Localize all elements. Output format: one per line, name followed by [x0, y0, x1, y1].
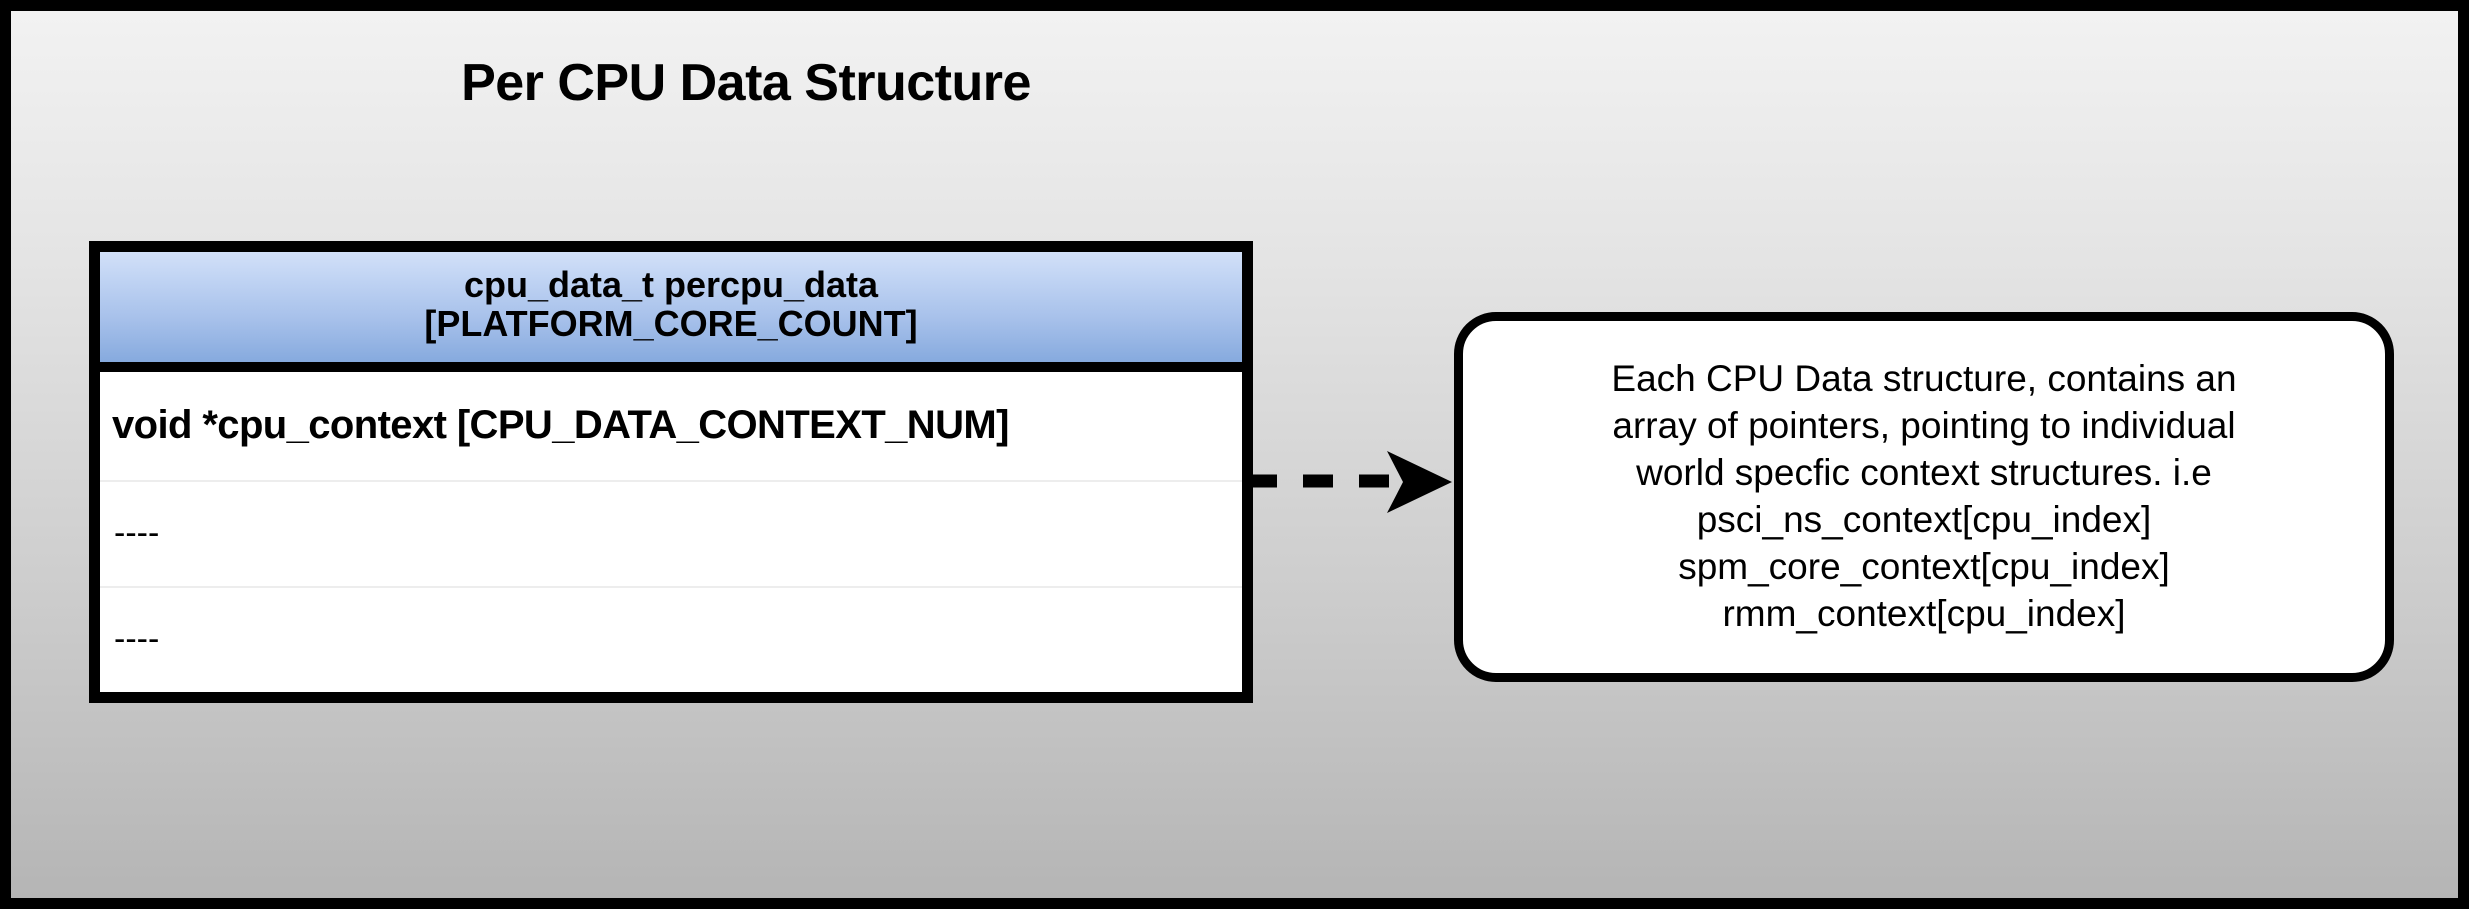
callout-note: Each CPU Data structure, contains an arr… — [1454, 312, 2394, 682]
callout-line-1: Each CPU Data structure, contains an — [1611, 358, 2237, 400]
callout-line-4: psci_ns_context[cpu_index] — [1696, 499, 2152, 540]
struct-array-size: [PLATFORM_CORE_COUNT] — [424, 302, 918, 344]
struct-field-cpu-context: void *cpu_context [CPU_DATA_CONTEXT_NUM] — [112, 403, 1009, 448]
table-row: ---- — [100, 479, 1242, 586]
struct-box-header: cpu_data_t percpu_data [PLATFORM_CORE_CO… — [100, 252, 1242, 372]
callout-line-2: array of pointers, pointing to individua… — [1612, 405, 2236, 447]
callout-line-5: spm_core_context[cpu_index] — [1678, 545, 2170, 587]
dashed-arrow-icon — [1247, 451, 1452, 513]
struct-field-placeholder-1: ---- — [114, 514, 160, 553]
struct-field-placeholder-2: ---- — [114, 620, 160, 659]
struct-type-name: cpu_data_t percpu_data — [463, 264, 879, 305]
table-row: void *cpu_context [CPU_DATA_CONTEXT_NUM] — [100, 371, 1242, 480]
callout-line-6: rmm_context[cpu_index] — [1722, 592, 2126, 634]
table-row: ---- — [100, 585, 1242, 692]
page-title: Per CPU Data Structure — [461, 54, 1031, 112]
callout-line-3: world specfic context structures. i.e — [1636, 452, 2212, 494]
struct-box: cpu_data_t percpu_data [PLATFORM_CORE_CO… — [89, 241, 1253, 703]
